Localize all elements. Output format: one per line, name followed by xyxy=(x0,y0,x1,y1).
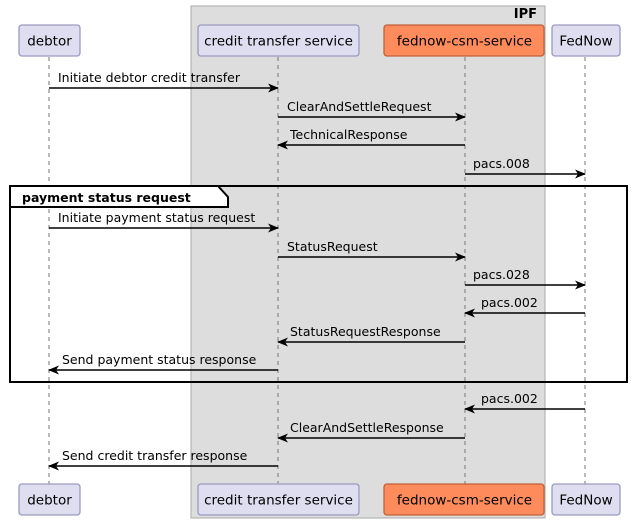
participant-fednow-top[interactable]: FedNow xyxy=(551,24,621,57)
participant-label: fednow-csm-service xyxy=(397,34,532,50)
message-send-payment-status-response: Send payment status response xyxy=(48,352,278,375)
participant-label: fednow-csm-service xyxy=(397,493,532,509)
message-initiate-payment-status-request: Initiate payment status request xyxy=(49,210,279,233)
participant-fednow-bottom[interactable]: FedNow xyxy=(551,483,621,516)
participant-label: debtor xyxy=(27,34,72,50)
message-label: ClearAndSettleResponse xyxy=(290,420,444,435)
message-clear-and-settle-request: ClearAndSettleRequest xyxy=(278,99,466,122)
participant-box[interactable] xyxy=(18,24,81,57)
message-label: StatusRequestResponse xyxy=(290,324,441,339)
participant-fednow-csm-service-bottom[interactable]: fednow-csm-service xyxy=(383,483,545,516)
message-label: ClearAndSettleRequest xyxy=(287,99,432,114)
participant-box[interactable] xyxy=(551,483,621,516)
participant-fednow-csm-service-top[interactable]: fednow-csm-service xyxy=(383,24,545,57)
participant-boxes-top: debtor credit transfer service fednow-cs… xyxy=(18,24,621,57)
participant-box[interactable] xyxy=(551,24,621,57)
ipf-group: IPF xyxy=(190,5,546,519)
message-pacs-028: pacs.028 xyxy=(465,267,586,290)
message-label: Send credit transfer response xyxy=(62,448,248,463)
message-label: pacs.002 xyxy=(481,295,538,310)
messages: Initiate debtor credit transfer ClearAnd… xyxy=(48,70,586,471)
message-label: pacs.008 xyxy=(473,156,530,171)
participant-box[interactable] xyxy=(197,483,360,516)
fragment-title: payment status request xyxy=(22,190,191,205)
message-send-credit-transfer-response: Send credit transfer response xyxy=(48,448,278,471)
participant-debtor-top[interactable]: debtor xyxy=(18,24,81,57)
ipf-group-background xyxy=(190,5,546,519)
fragment-label-tab xyxy=(9,185,229,208)
participant-box[interactable] xyxy=(383,24,545,57)
fragment-border xyxy=(9,185,628,383)
message-label: Initiate payment status request xyxy=(58,210,255,225)
participant-label: FedNow xyxy=(559,34,612,50)
message-initiate-debtor-credit-transfer: Initiate debtor credit transfer xyxy=(49,70,279,93)
ipf-group-title: IPF xyxy=(514,7,537,22)
message-label: Send payment status response xyxy=(62,352,257,367)
participant-boxes-bottom: debtor credit transfer service fednow-cs… xyxy=(18,483,621,516)
message-pacs-008: pacs.008 xyxy=(465,156,586,179)
participant-box[interactable] xyxy=(197,24,360,57)
participant-label: credit transfer service xyxy=(204,493,353,509)
message-clear-and-settle-response: ClearAndSettleResponse xyxy=(277,420,465,443)
participant-label: FedNow xyxy=(559,493,612,509)
message-pacs-002-settle: pacs.002 xyxy=(464,391,585,414)
participant-label: credit transfer service xyxy=(204,34,353,50)
participant-label: debtor xyxy=(27,493,72,509)
message-label: Initiate debtor credit transfer xyxy=(58,70,241,85)
message-pacs-002-status: pacs.002 xyxy=(464,295,585,318)
participant-debtor-bottom[interactable]: debtor xyxy=(18,483,81,516)
message-status-request: StatusRequest xyxy=(278,239,466,262)
message-status-request-response: StatusRequestResponse xyxy=(277,324,465,347)
message-label: pacs.028 xyxy=(473,267,530,282)
message-label: pacs.002 xyxy=(481,391,538,406)
participant-box[interactable] xyxy=(383,483,545,516)
message-label: StatusRequest xyxy=(287,239,378,254)
participant-credit-transfer-service-bottom[interactable]: credit transfer service xyxy=(197,483,360,516)
payment-status-request-fragment: payment status request xyxy=(9,185,628,383)
message-technical-response: TechnicalResponse xyxy=(277,127,465,150)
participant-credit-transfer-service-top[interactable]: credit transfer service xyxy=(197,24,360,57)
message-label: TechnicalResponse xyxy=(289,127,408,142)
participant-box[interactable] xyxy=(18,483,81,516)
